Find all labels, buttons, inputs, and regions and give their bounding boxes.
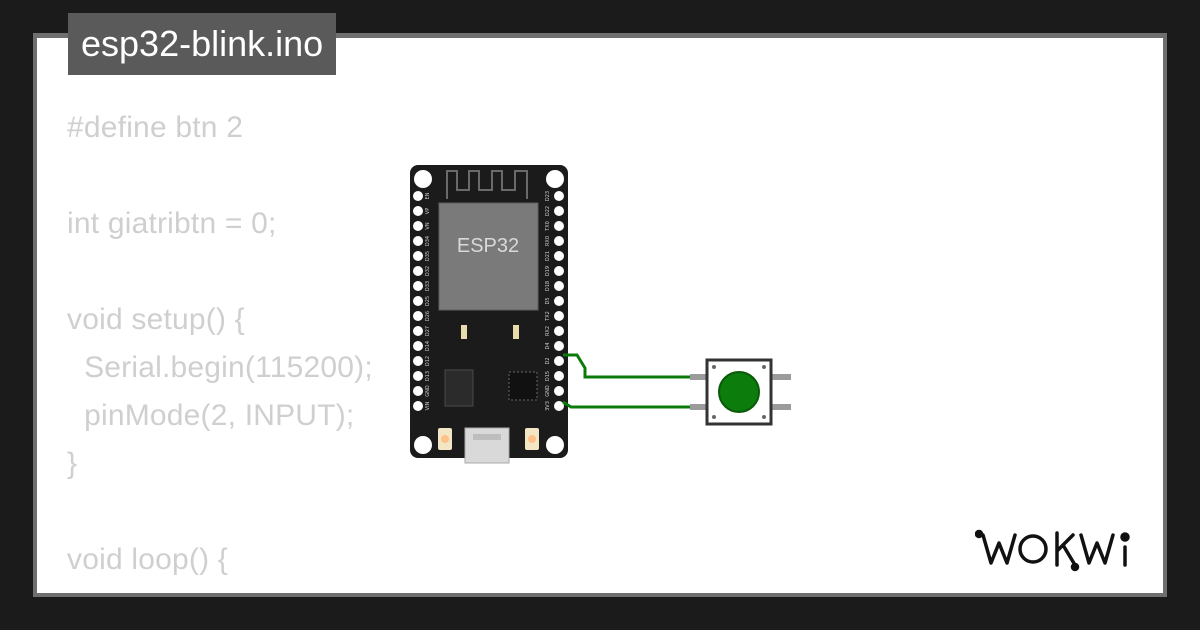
header-pin[interactable] bbox=[554, 296, 564, 306]
mount-hole-icon bbox=[414, 436, 432, 454]
code-line: int giatribtn = 0; bbox=[67, 207, 277, 240]
chip-label: ESP32 bbox=[457, 235, 519, 257]
wokwi-logo bbox=[975, 529, 1130, 572]
project-title: esp32-blink.ino bbox=[68, 13, 337, 75]
simulation-canvas: #define btn 2 int giatribtn = 0; void setu… bbox=[37, 38, 1163, 593]
code-line: void setup() { bbox=[67, 303, 245, 336]
pin-label: D2 bbox=[545, 357, 551, 364]
code-line: pinMode(2, INPUT); bbox=[67, 399, 355, 432]
pin-label: D27 bbox=[425, 326, 431, 336]
pin-label: D4 bbox=[545, 342, 551, 349]
code-line: Serial.begin(115200); bbox=[67, 351, 373, 384]
pin-label: GND bbox=[425, 385, 431, 397]
pin-label: RX2 bbox=[545, 326, 551, 336]
header-pin[interactable] bbox=[413, 236, 423, 246]
header-pin[interactable] bbox=[413, 251, 423, 261]
pin-label: D26 bbox=[425, 311, 431, 321]
code-line: } bbox=[67, 447, 78, 480]
pin-label: D14 bbox=[425, 341, 431, 351]
header-pin[interactable] bbox=[554, 401, 564, 411]
pin-label: 3V3 bbox=[545, 401, 551, 411]
header-pin[interactable] bbox=[554, 266, 564, 276]
header-pin[interactable] bbox=[413, 266, 423, 276]
pin-label: TX0 bbox=[545, 221, 551, 232]
pin-label: D21 bbox=[545, 251, 551, 261]
header-pin[interactable] bbox=[413, 206, 423, 216]
usb-port-icon bbox=[464, 427, 510, 464]
pin-label: D18 bbox=[545, 281, 551, 291]
header-pin[interactable] bbox=[554, 341, 564, 351]
pin-label: D22 bbox=[545, 206, 551, 216]
header-pin[interactable] bbox=[413, 326, 423, 336]
header-pin[interactable] bbox=[554, 371, 564, 381]
antenna-icon bbox=[446, 170, 528, 199]
code-line: void loop() { bbox=[67, 543, 229, 576]
pin-label: D32 bbox=[425, 266, 431, 276]
code-line: #define btn 2 bbox=[67, 111, 244, 144]
usb-uart-chip bbox=[508, 371, 538, 401]
circuit-diagram: ESP32 ENVPVND34D35D32D33D25D26D27D14D12D… bbox=[410, 165, 791, 464]
pin-label: D23 bbox=[545, 191, 551, 201]
header-pin[interactable] bbox=[413, 386, 423, 396]
header-pin[interactable] bbox=[413, 311, 423, 321]
mount-hole-icon bbox=[546, 170, 564, 188]
header-pin[interactable] bbox=[554, 221, 564, 231]
pin-label: VP bbox=[425, 208, 431, 214]
pin-label: D34 bbox=[425, 236, 431, 246]
pin-label: VIN bbox=[425, 401, 431, 410]
wire-3v3[interactable] bbox=[562, 400, 692, 409]
pin-label: D5 bbox=[545, 297, 551, 304]
pin-label: GND bbox=[545, 385, 551, 397]
header-pin[interactable] bbox=[554, 236, 564, 246]
header-pin[interactable] bbox=[413, 371, 423, 381]
pin-label: D19 bbox=[545, 266, 551, 276]
pin-label: D33 bbox=[425, 281, 431, 291]
header-pin[interactable] bbox=[413, 296, 423, 306]
header-pin[interactable] bbox=[413, 401, 423, 411]
button-cap bbox=[718, 371, 760, 413]
header-pin[interactable] bbox=[554, 386, 564, 396]
mount-hole-icon bbox=[414, 170, 432, 188]
mount-hole-icon bbox=[546, 436, 564, 454]
pin-label: D25 bbox=[425, 296, 431, 306]
pin-label: D12 bbox=[425, 356, 431, 366]
pin-label: EN bbox=[425, 192, 431, 199]
esp32-board[interactable]: ESP32 ENVPVND34D35D32D33D25D26D27D14D12D… bbox=[410, 165, 568, 464]
header-pin[interactable] bbox=[413, 221, 423, 231]
pin-label: D13 bbox=[425, 371, 431, 381]
header-pin[interactable] bbox=[554, 191, 564, 201]
pin-label: D35 bbox=[425, 251, 431, 261]
header-pin[interactable] bbox=[554, 251, 564, 261]
header-pin[interactable] bbox=[554, 281, 564, 291]
pin-label: RX0 bbox=[545, 236, 551, 246]
header-pin[interactable] bbox=[554, 311, 564, 321]
header-pin[interactable] bbox=[554, 326, 564, 336]
voltage-regulator bbox=[444, 369, 474, 407]
header-pin[interactable] bbox=[554, 356, 564, 366]
pushbutton[interactable] bbox=[690, 358, 791, 426]
code-editor[interactable]: #define btn 2 int giatribtn = 0; void setu… bbox=[67, 104, 426, 593]
pin-label: D15 bbox=[545, 371, 551, 381]
wire-d2[interactable] bbox=[563, 353, 692, 379]
header-pin[interactable] bbox=[413, 191, 423, 201]
code-line: giatribtn = digitalRead(2); bbox=[67, 584, 426, 593]
pin-label: TX2 bbox=[545, 311, 551, 322]
esp32-chip bbox=[438, 202, 539, 311]
header-pin[interactable] bbox=[413, 281, 423, 291]
pin-label: VN bbox=[425, 222, 431, 229]
header-pin[interactable] bbox=[413, 341, 423, 351]
header-pin[interactable] bbox=[554, 206, 564, 216]
header-pin[interactable] bbox=[413, 356, 423, 366]
